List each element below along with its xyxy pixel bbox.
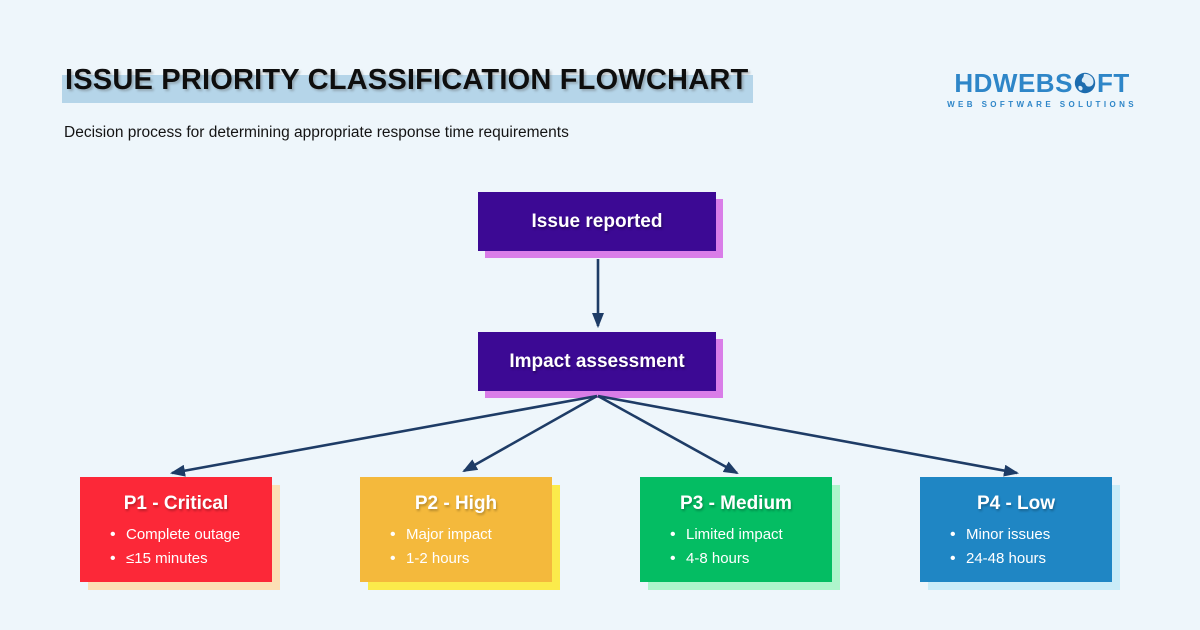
hdwebsoft-logo: HDWEBS FT WEB SOFTWARE SOLUTIONS [947, 70, 1137, 109]
bullet-item: Limited impact [670, 523, 832, 547]
priority-card-p4-low: P4 - Low Minor issues 24-48 hours [920, 477, 1112, 582]
priority-card-bullets: Complete outage ≤15 minutes [80, 523, 272, 571]
priority-card-bullets: Limited impact 4-8 hours [640, 523, 832, 571]
bullet-item: 24-48 hours [950, 547, 1112, 571]
priority-card-bullets: Minor issues 24-48 hours [920, 523, 1112, 571]
bullet-item: ≤15 minutes [110, 547, 272, 571]
connector-impact-to-p2 [462, 394, 598, 473]
flow-node-issue-reported: Issue reported [478, 192, 716, 251]
flow-node-label: Impact assessment [509, 350, 685, 372]
priority-card-title: P3 - Medium [680, 493, 792, 514]
bullet-item: Minor issues [950, 523, 1112, 547]
priority-card-p1-critical: P1 - Critical Complete outage ≤15 minute… [80, 477, 272, 582]
logo-wordmark-left: HDWEBS [954, 68, 1073, 98]
priority-card-bullets: Major impact 1-2 hours [360, 523, 552, 571]
bullet-item: 4-8 hours [670, 547, 832, 571]
bullet-item: 1-2 hours [390, 547, 552, 571]
flow-node-label: Issue reported [531, 210, 663, 232]
bullet-item: Major impact [390, 523, 552, 547]
globe-icon [1074, 72, 1096, 94]
priority-card-title: P2 - High [414, 493, 498, 514]
bullet-item: Complete outage [110, 523, 272, 547]
title-highlight-bar [62, 75, 753, 103]
priority-card-title: P1 - Critical [123, 493, 229, 514]
priority-card-p3-medium: P3 - Medium Limited impact 4-8 hours [640, 477, 832, 582]
connector-impact-to-p4 [597, 394, 1020, 477]
page-subtitle: Decision process for determining appropr… [64, 124, 569, 141]
priority-card-title: P4 - Low [976, 493, 1056, 514]
page-title: ISSUE PRIORITY CLASSIFICATION FLOWCHART [65, 64, 749, 96]
flow-node-impact-assessment: Impact assessment [478, 332, 716, 391]
priority-card-p2-high: P2 - High Major impact 1-2 hours [360, 477, 552, 582]
connector-impact-to-p1 [169, 394, 598, 477]
logo-wordmark-right: FT [1096, 68, 1130, 98]
logo-tagline: WEB SOFTWARE SOLUTIONS [947, 100, 1137, 109]
connector-impact-to-p3 [597, 394, 739, 475]
logo-wordmark: HDWEBS FT [947, 70, 1137, 96]
